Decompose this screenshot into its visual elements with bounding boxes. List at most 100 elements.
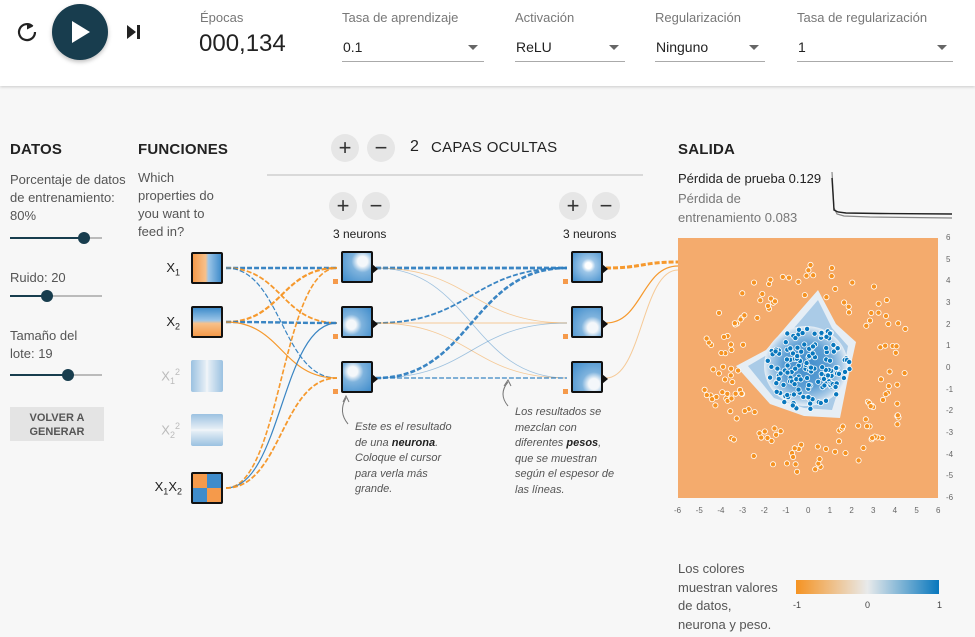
data-point xyxy=(764,357,771,364)
data-point xyxy=(842,450,849,457)
feature-x1-squared[interactable] xyxy=(191,360,223,392)
weight-link[interactable] xyxy=(375,267,568,324)
add-layer-button[interactable]: + xyxy=(331,134,359,162)
bias-1-2 xyxy=(333,334,338,339)
neuron-2-2[interactable] xyxy=(571,306,608,338)
data-point xyxy=(846,359,853,366)
weight-link[interactable] xyxy=(225,320,338,325)
data-point xyxy=(830,348,837,355)
data-point xyxy=(751,409,758,416)
batch-size-label: Tamaño del lote: xyxy=(10,328,78,361)
minus-icon: − xyxy=(374,135,388,160)
data-point xyxy=(807,261,814,268)
data-point xyxy=(739,290,746,297)
data-point xyxy=(789,402,796,409)
neuron-1-3[interactable] xyxy=(341,361,378,393)
data-point xyxy=(784,369,791,376)
y-axis-tick: -3 xyxy=(946,428,954,437)
data-point xyxy=(830,342,837,349)
color-legend-bar xyxy=(796,580,939,594)
data-point xyxy=(860,444,867,451)
data-point xyxy=(728,365,735,372)
weight-link[interactable] xyxy=(605,265,679,324)
reset-button[interactable] xyxy=(15,20,39,44)
neuron-1-2[interactable] xyxy=(341,306,378,338)
data-point xyxy=(701,386,708,393)
weight-link[interactable] xyxy=(375,322,568,379)
weight-link[interactable] xyxy=(225,377,338,489)
remove-neuron-button-layer-2[interactable]: − xyxy=(592,192,620,220)
data-point xyxy=(775,375,782,382)
activation-select[interactable]: ReLU xyxy=(515,38,625,62)
add-neuron-button-layer-1[interactable]: + xyxy=(329,192,357,220)
data-point xyxy=(835,370,842,377)
remove-layer-button[interactable]: − xyxy=(367,134,395,162)
step-button[interactable] xyxy=(124,22,144,42)
bias-1-1 xyxy=(333,279,338,284)
neuron-2-1[interactable] xyxy=(571,251,608,283)
regularization-rate-select[interactable]: 1 xyxy=(797,38,953,62)
x-axis-tick: -2 xyxy=(760,506,768,515)
data-point xyxy=(765,302,772,309)
skip-next-icon xyxy=(127,25,140,39)
data-point xyxy=(796,326,803,333)
bias-1-3 xyxy=(333,389,338,394)
weight-link[interactable] xyxy=(605,269,679,379)
weight-link[interactable] xyxy=(225,267,338,489)
add-neuron-button-layer-2[interactable]: + xyxy=(559,192,587,220)
data-point xyxy=(784,460,791,467)
data-point xyxy=(777,370,784,377)
regularization-select[interactable]: Ninguno xyxy=(655,38,765,62)
output-heatmap[interactable] xyxy=(678,238,938,498)
data-point xyxy=(712,402,719,409)
data-point xyxy=(780,381,787,388)
feature-x2[interactable] xyxy=(191,306,223,338)
data-point xyxy=(727,372,734,379)
data-point xyxy=(828,273,835,280)
x-axis-tick: -4 xyxy=(717,506,725,515)
noise-slider[interactable] xyxy=(10,288,102,304)
data-point xyxy=(781,399,788,406)
weight-link[interactable] xyxy=(375,322,568,379)
legend-tick-max: 1 xyxy=(937,600,943,610)
data-point xyxy=(771,425,778,432)
neuron-1-1[interactable] xyxy=(341,251,378,283)
data-point xyxy=(764,434,771,441)
data-point xyxy=(784,362,791,369)
data-point xyxy=(894,381,901,388)
play-button[interactable] xyxy=(52,4,108,60)
feature-label-x1x2: X1X2 xyxy=(154,479,182,497)
weight-link[interactable] xyxy=(225,321,338,379)
data-point xyxy=(784,330,791,337)
data-point xyxy=(862,416,869,423)
x-axis-tick: -3 xyxy=(739,506,747,515)
feature-label-x2: X2 xyxy=(166,314,180,332)
neuron-2-3[interactable] xyxy=(571,361,608,393)
feature-x2-squared[interactable] xyxy=(191,414,223,446)
regenerate-button[interactable]: VOLVER A GENERAR xyxy=(10,407,104,441)
weight-link[interactable] xyxy=(225,266,338,324)
y-axis-tick: -5 xyxy=(946,471,954,481)
data-point xyxy=(791,381,798,388)
weight-link[interactable] xyxy=(375,266,568,380)
weight-link[interactable] xyxy=(605,260,679,270)
data-point xyxy=(761,428,768,435)
x-axis-tick: 6 xyxy=(936,506,941,515)
weight-link[interactable] xyxy=(225,322,338,489)
feature-x1x2[interactable] xyxy=(191,472,223,504)
weight-link[interactable] xyxy=(225,267,338,379)
data-point xyxy=(767,276,774,283)
data-point xyxy=(801,341,808,348)
data-point xyxy=(720,363,727,370)
data-point xyxy=(715,370,722,377)
data-point xyxy=(737,316,744,323)
y-axis-tick: 2 xyxy=(946,319,951,329)
remove-neuron-button-layer-1[interactable]: − xyxy=(362,192,390,220)
data-point xyxy=(901,370,908,377)
learning-rate-select[interactable]: 0.1 xyxy=(342,38,484,62)
train-ratio-slider[interactable] xyxy=(10,230,102,246)
batch-size-slider[interactable] xyxy=(10,367,102,383)
y-axis-tick: -2 xyxy=(946,406,954,416)
feature-x1[interactable] xyxy=(191,252,223,284)
